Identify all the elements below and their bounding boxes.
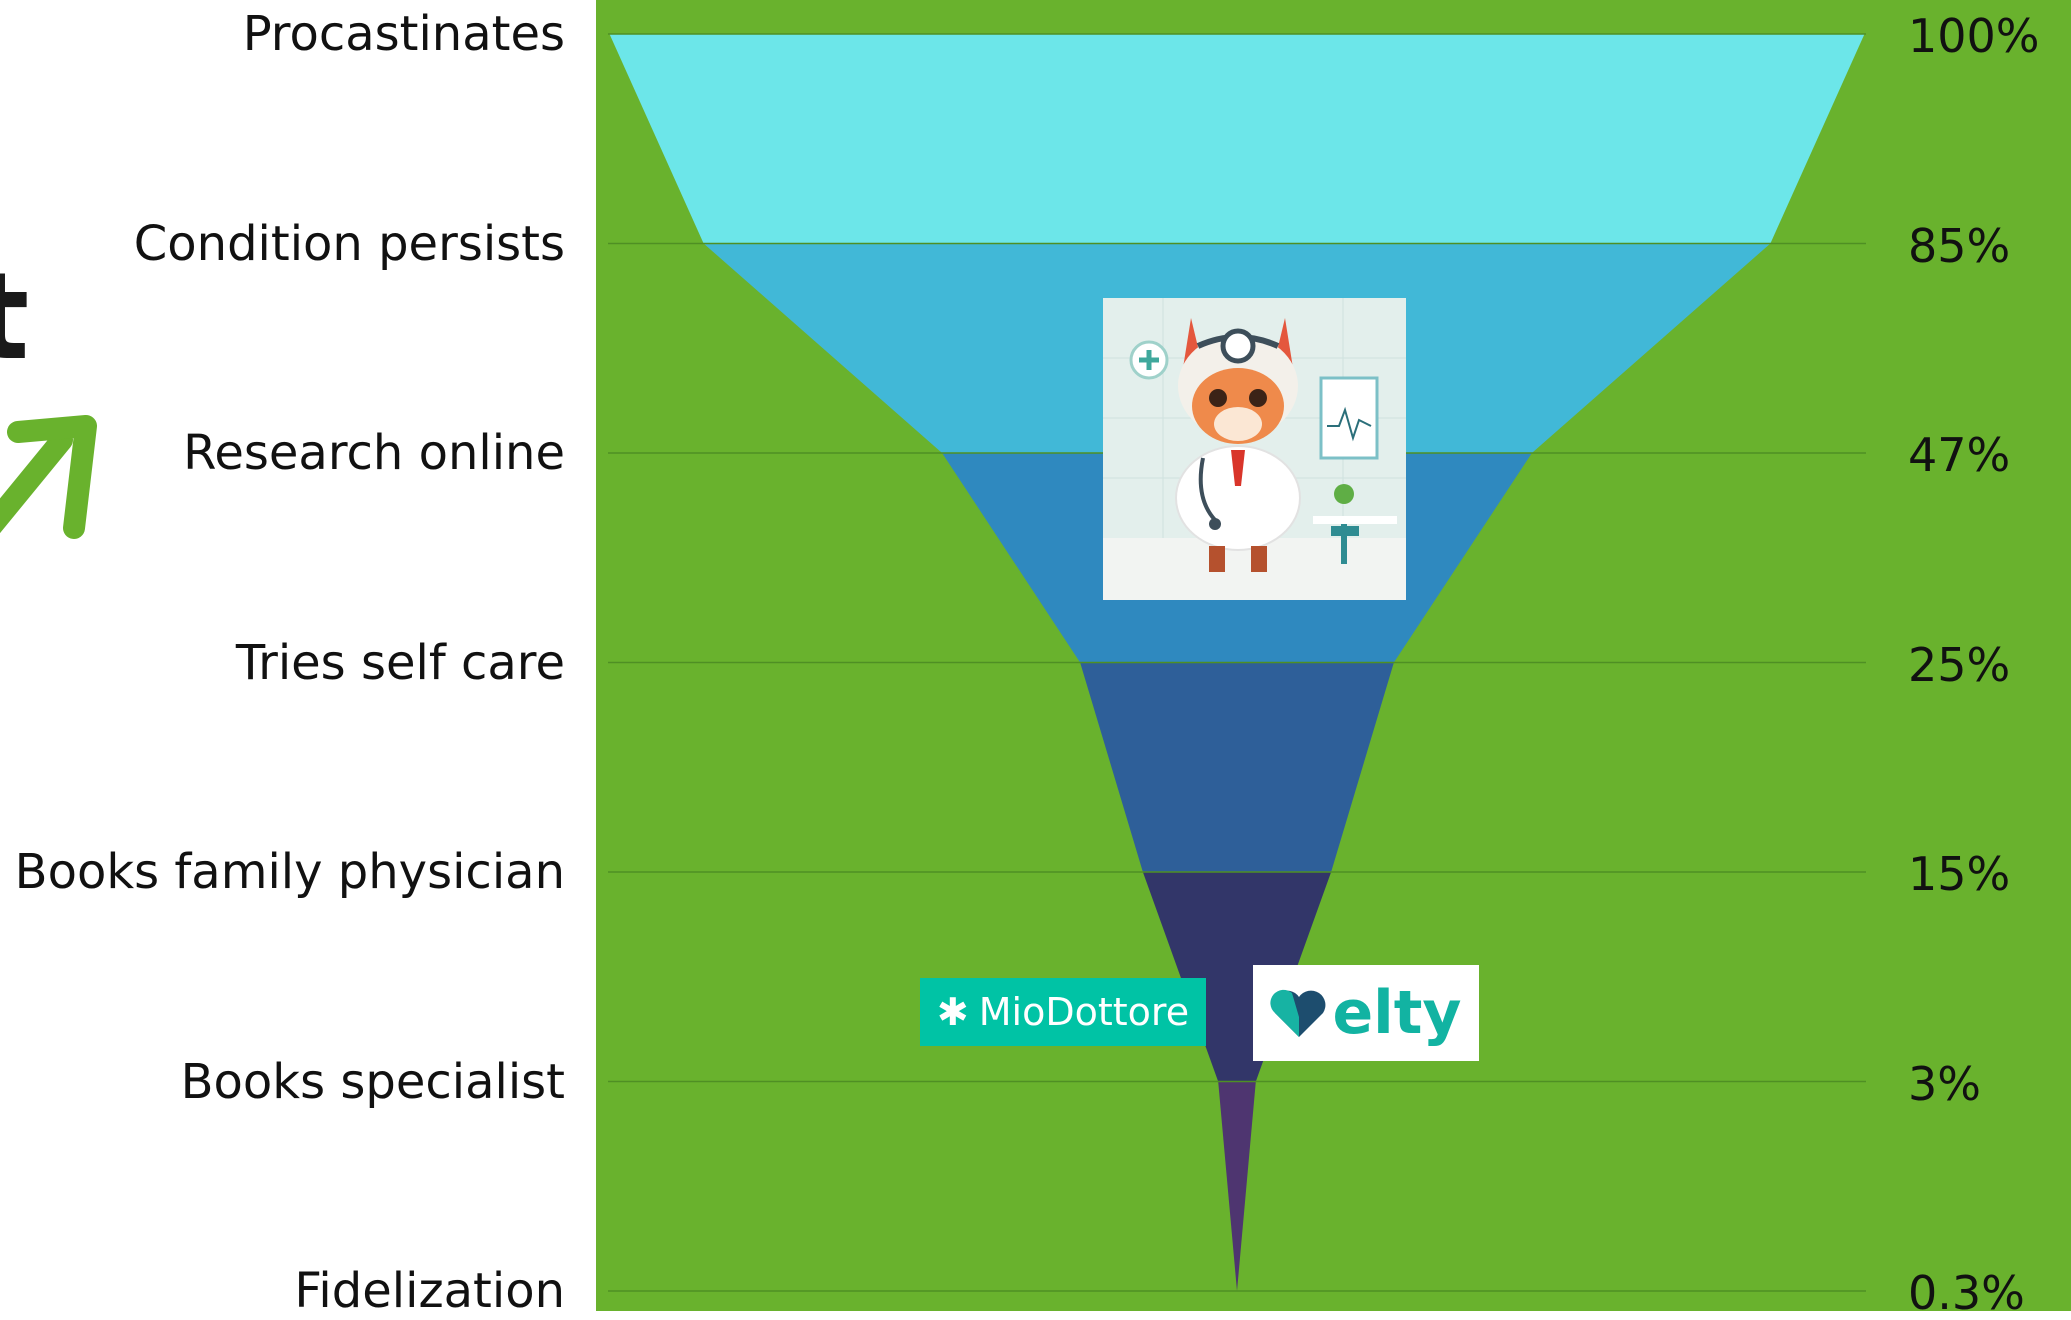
miodottore-mark-icon: ✱ <box>936 990 969 1034</box>
miodottore-logo: ✱ MioDottore <box>920 978 1206 1046</box>
value-label: 25% <box>1908 637 2011 692</box>
value-label: 47% <box>1908 428 2011 482</box>
funnel-segment <box>1218 1081 1256 1291</box>
value-label: 0.3% <box>1908 1266 2025 1320</box>
stage-label: Books family physician <box>14 844 565 900</box>
funnel-segment <box>1142 872 1332 1082</box>
value-label: 100% <box>1908 9 2040 63</box>
miodottore-logo-text: MioDottore <box>978 990 1190 1034</box>
elty-heart-icon <box>1270 989 1326 1037</box>
funnel-segment <box>609 34 1865 244</box>
stage-label: Condition persists <box>133 215 565 272</box>
llama-doctor-image <box>1103 298 1406 600</box>
funnel-segment <box>1080 662 1394 872</box>
value-label: 15% <box>1908 847 2011 901</box>
stage-label: Procastinates <box>242 6 565 62</box>
stage-label: Books specialist <box>180 1053 565 1110</box>
stage-label: Fidelization <box>294 1263 565 1319</box>
stage-label: Research online <box>183 425 565 481</box>
partial-title-glyph: t <box>0 248 30 387</box>
value-label: 85% <box>1908 218 2011 273</box>
grid-lines <box>608 33 1866 1292</box>
stage-label: Tries self care <box>235 634 565 691</box>
funnel-segments <box>609 34 1865 1291</box>
elty-logo: elty <box>1253 965 1479 1061</box>
green-arrow-icon <box>0 415 97 539</box>
value-label: 3% <box>1908 1056 1981 1111</box>
elty-logo-text: elty <box>1332 978 1462 1048</box>
